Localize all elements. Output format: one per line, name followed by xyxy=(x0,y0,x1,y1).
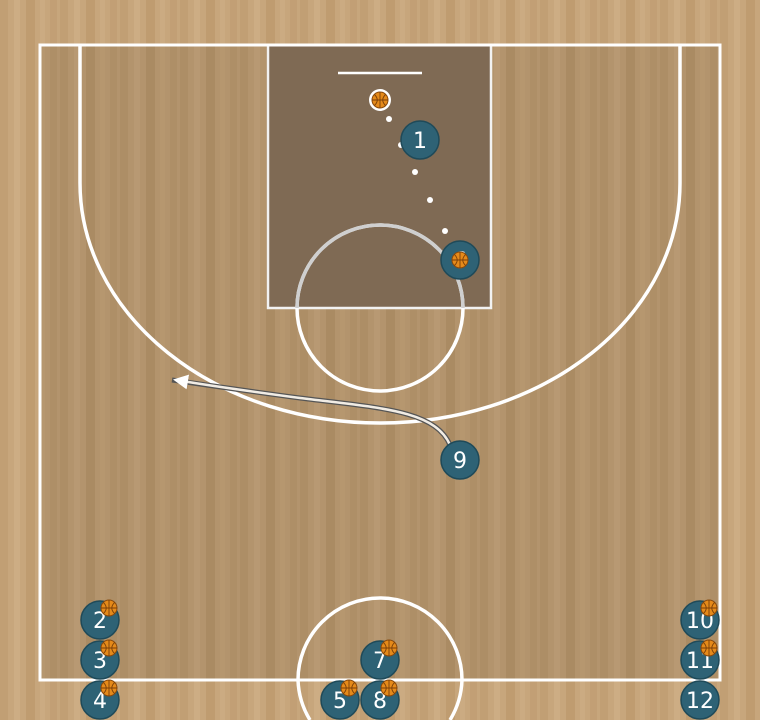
cut-path xyxy=(173,374,452,446)
basketball-icon xyxy=(371,91,389,109)
player-number: 1 xyxy=(413,129,427,154)
basketball-icon xyxy=(451,251,469,269)
player-circle xyxy=(400,120,440,160)
player-number: 9 xyxy=(453,449,467,474)
basketball-icon xyxy=(100,679,118,697)
pass-dot xyxy=(386,116,392,122)
players-layer: 169234758101112 xyxy=(80,120,720,720)
player-number: 4 xyxy=(93,689,107,714)
player-marker[interactable]: 10 xyxy=(680,599,720,640)
player-marker[interactable]: 4 xyxy=(80,679,120,720)
basketball-icon xyxy=(380,679,398,697)
player-number: 12 xyxy=(686,689,714,714)
player-circle xyxy=(680,680,720,720)
basketball-icon xyxy=(100,599,118,617)
player-number: 8 xyxy=(373,689,387,714)
center-circle-lower-right xyxy=(448,679,464,720)
player-number: 2 xyxy=(93,609,107,634)
basketball-icon xyxy=(380,639,398,657)
player-marker[interactable]: 9 xyxy=(440,440,480,480)
center-circle-lower-left xyxy=(296,679,312,720)
player-number: 7 xyxy=(373,649,387,674)
three-point-line xyxy=(78,45,682,425)
pass-dot xyxy=(442,228,448,234)
center-circle xyxy=(296,596,464,681)
player-marker[interactable]: 6 xyxy=(440,240,480,280)
player-number: 5 xyxy=(333,689,347,714)
court-boundary xyxy=(38,43,722,682)
basketball-icon xyxy=(700,599,718,617)
player-marker[interactable]: 3 xyxy=(80,639,120,680)
player-number: 3 xyxy=(93,649,107,674)
player-marker[interactable]: 7 xyxy=(360,639,400,680)
basketball-icon xyxy=(340,679,358,697)
player-marker[interactable]: 2 xyxy=(80,599,120,640)
pass-dot xyxy=(427,197,433,203)
player-marker[interactable]: 12 xyxy=(680,680,720,720)
player-circle xyxy=(440,440,480,480)
basketball-icon xyxy=(700,639,718,657)
player-marker[interactable]: 1 xyxy=(400,120,440,160)
pass-dot xyxy=(412,169,418,175)
basketball-icon xyxy=(100,639,118,657)
player-marker[interactable]: 8 xyxy=(360,679,400,720)
player-marker[interactable]: 11 xyxy=(680,639,720,680)
player-marker[interactable]: 5 xyxy=(320,679,360,720)
rim-with-ball xyxy=(369,89,391,111)
